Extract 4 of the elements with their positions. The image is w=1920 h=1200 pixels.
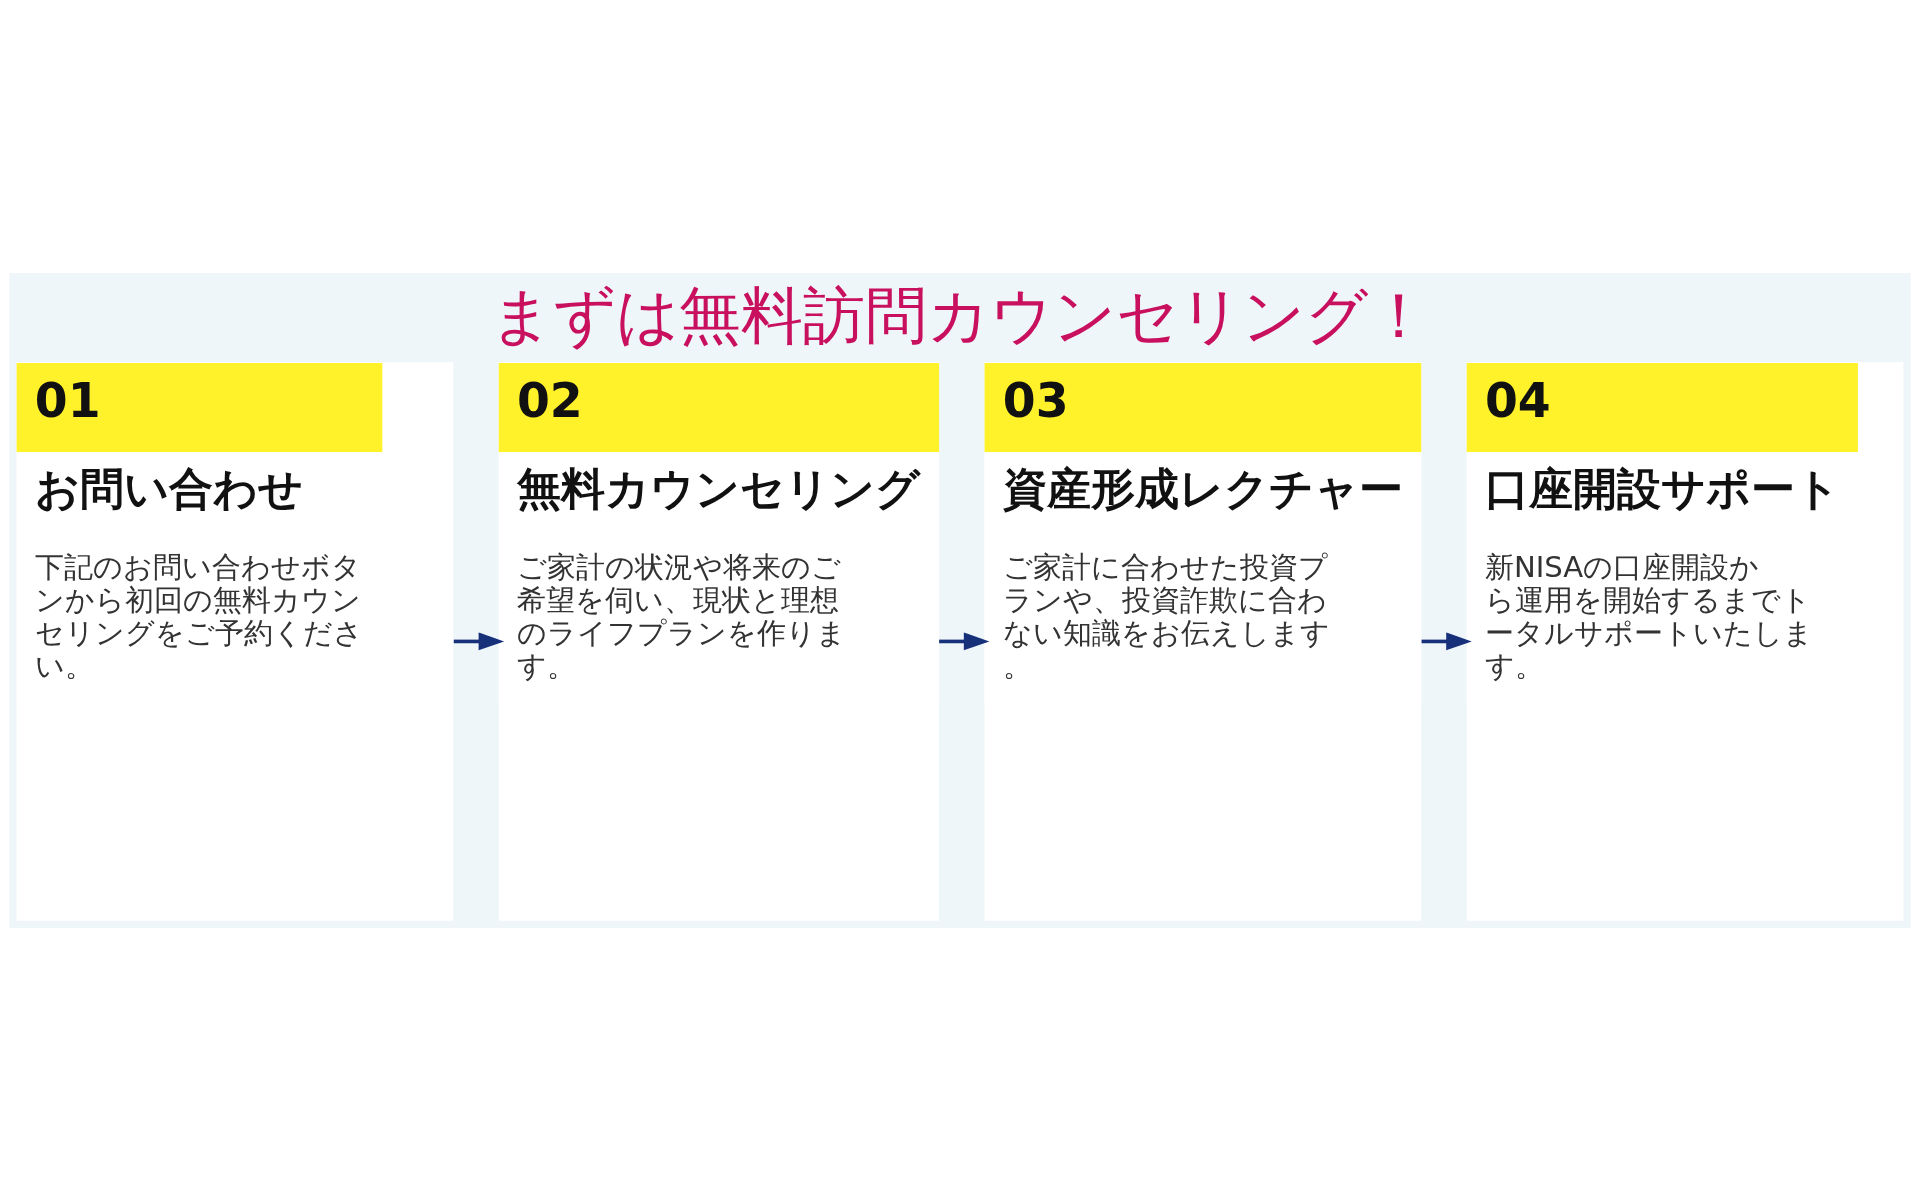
arrow	[453, 632, 505, 650]
arrow	[1421, 632, 1472, 650]
diagram-title: まずは無料訪問カウンセリング！	[490, 279, 1430, 352]
arrow	[939, 632, 990, 650]
